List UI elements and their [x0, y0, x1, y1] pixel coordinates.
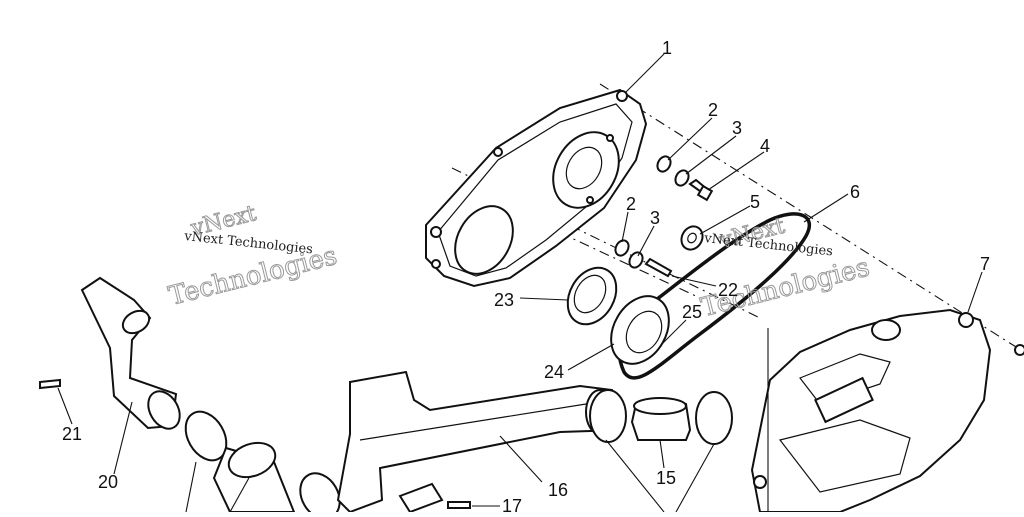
- lower-left-coupler-set: [184, 410, 341, 517]
- watermark-large-line-2: Technologies: [166, 241, 340, 312]
- callout-5: 5: [750, 192, 760, 212]
- callout-1: 1: [662, 38, 672, 58]
- drive-belt: [616, 212, 812, 380]
- callout-2-upper: 2: [708, 100, 718, 120]
- callout-6: 6: [850, 182, 860, 202]
- watermark-right: vNext Technologies: [698, 213, 873, 324]
- callout-23: 23: [494, 290, 514, 310]
- callout-3-upper: 3: [732, 118, 742, 138]
- callout-17: 17: [502, 496, 522, 512]
- callout-24: 24: [544, 362, 564, 382]
- lower-fastener-set: [614, 239, 673, 278]
- axis-line-upper: [599, 83, 1024, 353]
- leader-lines: [57, 53, 983, 513]
- callout-2-lower: 2: [626, 194, 636, 214]
- callout-7: 7: [980, 254, 990, 274]
- callout-22: 22: [718, 280, 738, 300]
- callout-21: 21: [62, 424, 82, 444]
- callout-16: 16: [548, 480, 568, 500]
- callout-3-lower: 3: [650, 208, 660, 228]
- seal-23-inner: [573, 274, 607, 314]
- callout-20: 20: [98, 472, 118, 492]
- callout-4: 4: [760, 136, 770, 156]
- callout-25: 25: [682, 302, 702, 322]
- coupler-15-set: [589, 389, 733, 445]
- washer-5-hole: [687, 232, 697, 244]
- washer-5: [680, 225, 704, 251]
- callout-15: 15: [656, 468, 676, 488]
- screw-21: [39, 378, 61, 390]
- inner-cover-plate: [425, 88, 648, 288]
- intake-duct: [80, 276, 181, 430]
- watermark-small-left: vNext Technologies: [183, 229, 314, 258]
- main-duct: [336, 370, 622, 514]
- outer-clutch-cover: [750, 308, 1024, 513]
- pulley-25-inner: [625, 310, 663, 354]
